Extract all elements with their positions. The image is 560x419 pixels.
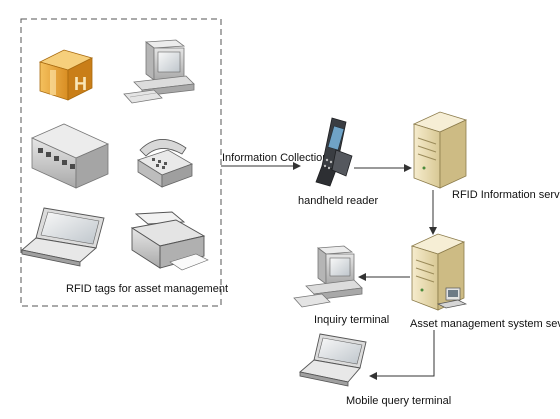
handheld-reader-label: handheld reader	[298, 195, 378, 207]
asset-to-mobile-arrow	[369, 330, 435, 380]
svg-text:H: H	[74, 74, 87, 94]
laptop-icon	[299, 333, 367, 387]
tags-group-label: RFID tags for asset management	[66, 283, 228, 295]
laptop-icon	[21, 207, 105, 267]
server-console-icon	[436, 287, 468, 309]
server-tower-icon	[412, 111, 468, 189]
server-tower-icon	[410, 233, 466, 311]
information-collection-label: Information Collection	[222, 152, 328, 164]
telephone-icon	[137, 139, 193, 188]
inquiry-terminal-label: Inquiry terminal	[314, 314, 389, 326]
tags-group-box	[20, 18, 222, 307]
desktop-computer-icon	[123, 39, 195, 104]
desktop-computer-icon	[293, 245, 363, 308]
handheld-reader-icon	[315, 117, 353, 187]
asset-server-label: Asset management system sever	[410, 318, 560, 330]
box-icon: H	[38, 49, 94, 101]
printer-icon	[130, 211, 209, 271]
mobile-terminal-label: Mobile query terminal	[346, 395, 451, 407]
network-switch-icon	[31, 123, 109, 189]
rfid-server-label: RFID Information server	[452, 189, 560, 201]
